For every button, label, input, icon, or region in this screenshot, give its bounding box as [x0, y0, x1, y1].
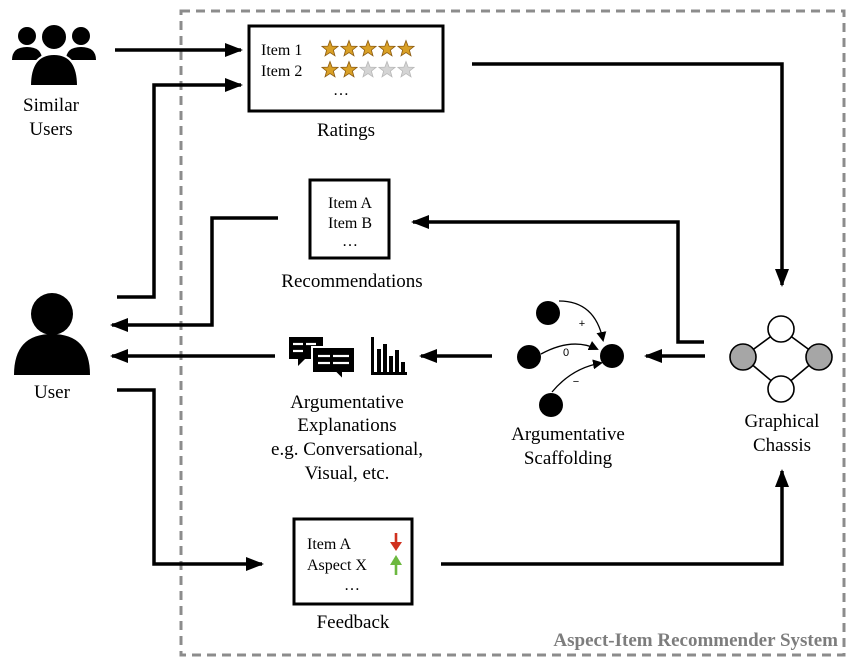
feedback-caption: Feedback [317, 612, 390, 633]
recommendations-caption: Recommendations [281, 271, 422, 292]
chassis-node-top [767, 315, 795, 343]
arrow-up-icon [390, 555, 402, 575]
chassis-graph [729, 315, 833, 403]
arrow-chassis-to-recommendations [411, 215, 704, 344]
scaffolding-label-2: Scaffolding [524, 448, 613, 469]
scaffolding-edge-label-plus: + [579, 318, 585, 330]
feedback-ellipsis: … [344, 577, 360, 594]
star-empty-icon [377, 60, 397, 78]
similar-users-label-1: Similar [23, 95, 80, 116]
chassis-node-bottom [767, 375, 795, 403]
user-icon [14, 293, 90, 375]
chassis-label-2: Chassis [753, 435, 811, 456]
scaffolding-edge-label-minus: − [573, 376, 579, 388]
star-filled-icon [339, 39, 359, 57]
star-filled-icon [396, 39, 416, 57]
scaffolding-label-1: Argumentative [511, 424, 625, 445]
similar-users-label-2: Users [29, 119, 72, 140]
users-group-icon [12, 23, 96, 87]
scaffolding-node-top [536, 301, 560, 325]
star-filled-icon [358, 39, 378, 57]
recommendations-ellipsis: … [342, 233, 358, 250]
speech-bubbles-icon [289, 337, 356, 383]
system-title: Aspect-Item Recommender System [553, 630, 838, 651]
star-filled-icon [320, 60, 340, 78]
feedback-item-a: Item A [307, 536, 351, 553]
star-empty-icon [396, 60, 416, 78]
star-filled-icon [339, 60, 359, 78]
chassis-node-left [729, 343, 757, 371]
arrow-user-to-ratings [117, 78, 243, 299]
explanations-line-1: Argumentative [290, 392, 404, 413]
arrow-down-icon [390, 533, 402, 551]
scaffolding-edge-label-zero: 0 [563, 347, 569, 359]
ratings-item-2-label: Item 2 [261, 63, 302, 80]
user-label: User [34, 382, 71, 403]
scaffolding-edge-zero [540, 341, 599, 355]
ratings-item-1-label: Item 1 [261, 42, 302, 59]
arrow-user-to-feedback [117, 388, 264, 571]
star-filled-icon [320, 39, 340, 57]
chassis-label-1: Graphical [745, 411, 820, 432]
scaffolding-edge-minus [551, 359, 603, 393]
feedback-aspect-x: Aspect X [307, 557, 367, 574]
arrow-feedback-to-chassis [441, 469, 789, 566]
ratings-item-1-stars [320, 39, 416, 57]
ratings-item-2-stars [320, 60, 416, 78]
star-filled-icon [377, 39, 397, 57]
system-boundary [179, 9, 846, 657]
scaffolding-node-bottom [539, 393, 563, 417]
explanations-line-3: e.g. Conversational, [271, 439, 423, 460]
explanations-line-4: Visual, etc. [305, 463, 390, 484]
star-empty-icon [358, 60, 378, 78]
bar-chart-icon [371, 337, 407, 375]
recommendations-box [308, 178, 391, 260]
recommendation-item-a: Item A [328, 195, 372, 212]
ratings-caption: Ratings [317, 120, 375, 141]
arrow-recommendations-to-user [110, 216, 278, 332]
scaffolding-node-middle [517, 345, 541, 369]
recommendation-item-b: Item B [328, 215, 372, 232]
ratings-ellipsis: … [333, 82, 349, 99]
scaffolding-node-target [600, 344, 624, 368]
scaffolding-edge-plus [558, 300, 607, 342]
scaffolding-graph: + 0 − [517, 300, 624, 417]
explanations-line-2: Explanations [297, 415, 396, 436]
arrow-ratings-to-chassis [472, 62, 789, 287]
chassis-node-right [805, 343, 833, 371]
